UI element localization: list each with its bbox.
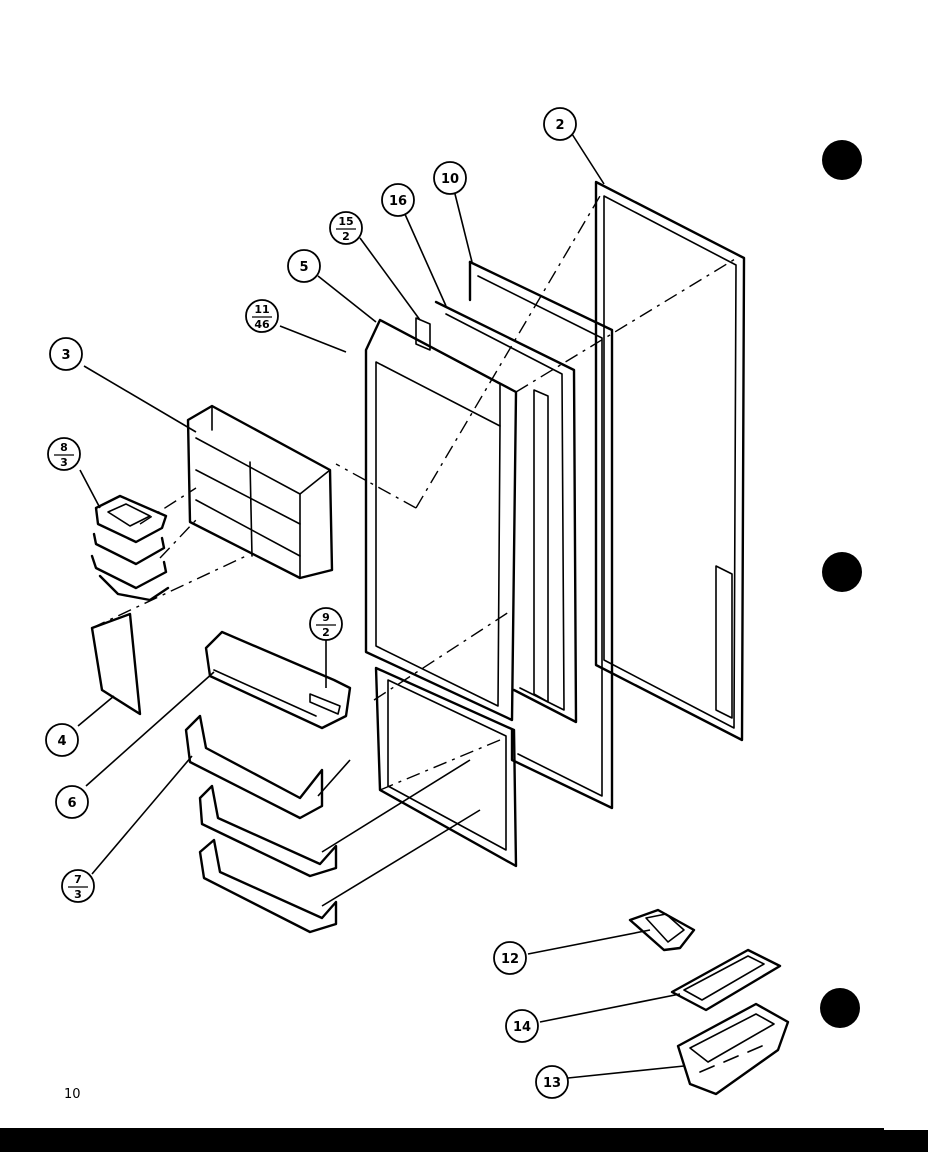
callout-5: 5 [287, 249, 321, 283]
part-door-bin-small [204, 630, 352, 730]
part-butter-containers [90, 494, 170, 602]
svg-text:3: 3 [61, 348, 70, 363]
svg-text:14: 14 [513, 1020, 531, 1035]
part-cover-panel [90, 612, 142, 716]
callout-13: 13 [535, 1065, 569, 1099]
scan-edge-bottom [0, 1128, 928, 1152]
svg-text:2: 2 [342, 230, 350, 243]
svg-text:6: 6 [67, 796, 76, 811]
leader-lines [77, 133, 685, 1079]
callout-12: 12 [493, 941, 527, 975]
part-door-gasket [468, 260, 614, 810]
svg-text:3: 3 [74, 888, 82, 901]
svg-text:12: 12 [501, 952, 519, 967]
callout-6: 6 [55, 785, 89, 819]
page-number: 10 [64, 1087, 81, 1102]
svg-text:15: 15 [338, 215, 353, 228]
binder-hole-middle [822, 552, 862, 592]
part-dairy-rack [186, 404, 334, 580]
binder-hole-top [822, 140, 862, 180]
svg-text:10: 10 [441, 172, 459, 187]
svg-text:11: 11 [254, 303, 269, 316]
svg-text:5: 5 [299, 260, 308, 275]
callout-9-2: 9 2 [309, 607, 343, 641]
scan-edge-right [884, 0, 928, 1130]
binder-hole-bottom [820, 988, 860, 1028]
part-door-outer-panel [594, 180, 746, 742]
part-ice-tray-small [628, 908, 696, 952]
svg-text:7: 7 [74, 873, 82, 886]
svg-text:9: 9 [322, 611, 330, 624]
callout-4: 4 [45, 723, 79, 757]
callout-3: 3 [49, 337, 83, 371]
svg-text:3: 3 [60, 456, 68, 469]
svg-text:13: 13 [543, 1076, 561, 1091]
svg-text:46: 46 [254, 318, 270, 331]
callout-14: 14 [505, 1009, 539, 1043]
svg-text:16: 16 [389, 194, 407, 209]
svg-text:2: 2 [322, 626, 330, 639]
assembly-lines [91, 195, 741, 791]
callout-2: 2 [543, 107, 577, 141]
callout-11-46: 11 46 [245, 299, 279, 333]
part-breaker-strip [434, 300, 578, 724]
callout-7-3: 7 3 [61, 869, 95, 903]
callout-8-3: 8 3 [47, 437, 81, 471]
svg-text:4: 4 [57, 734, 66, 749]
part-tray-lid [670, 948, 782, 1012]
callout-16: 16 [381, 183, 415, 217]
svg-text:2: 2 [555, 118, 564, 133]
callout-10: 10 [433, 161, 467, 195]
callout-15-2: 15 2 [329, 211, 363, 245]
svg-text:8: 8 [60, 441, 68, 454]
part-door-bins-long [184, 714, 338, 934]
part-ice-bucket [676, 1002, 790, 1096]
part-liner-strip [415, 317, 431, 351]
part-door-liner [364, 318, 518, 868]
